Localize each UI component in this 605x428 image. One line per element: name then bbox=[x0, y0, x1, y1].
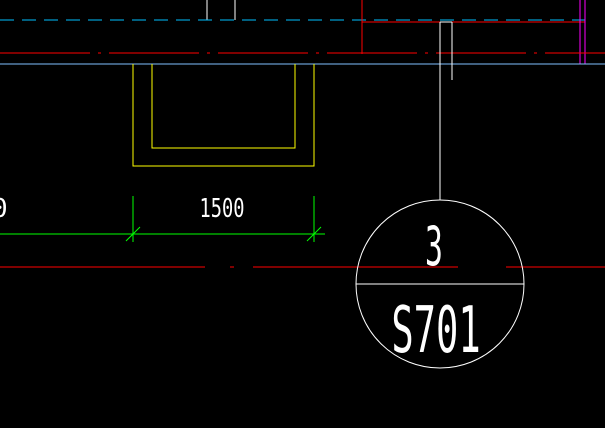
dimension-text-partial: 0 bbox=[0, 194, 8, 224]
callout-section-number: 3 bbox=[425, 217, 443, 279]
tick-right bbox=[306, 226, 322, 242]
column-lines bbox=[579, 0, 586, 64]
red-frame-top-right bbox=[361, 0, 585, 54]
callout-sheet-number: S701 bbox=[391, 293, 480, 368]
section-callout: 3 S701 bbox=[355, 199, 525, 369]
dimension-group bbox=[0, 196, 325, 242]
top-wall-stubs bbox=[206, 0, 236, 20]
leader-stub bbox=[440, 21, 453, 80]
tick-left bbox=[125, 226, 141, 242]
dimension-text: 1500 bbox=[199, 194, 244, 224]
pit-outline bbox=[132, 64, 315, 167]
pit-outer bbox=[132, 64, 315, 167]
pit-inner bbox=[151, 64, 296, 149]
